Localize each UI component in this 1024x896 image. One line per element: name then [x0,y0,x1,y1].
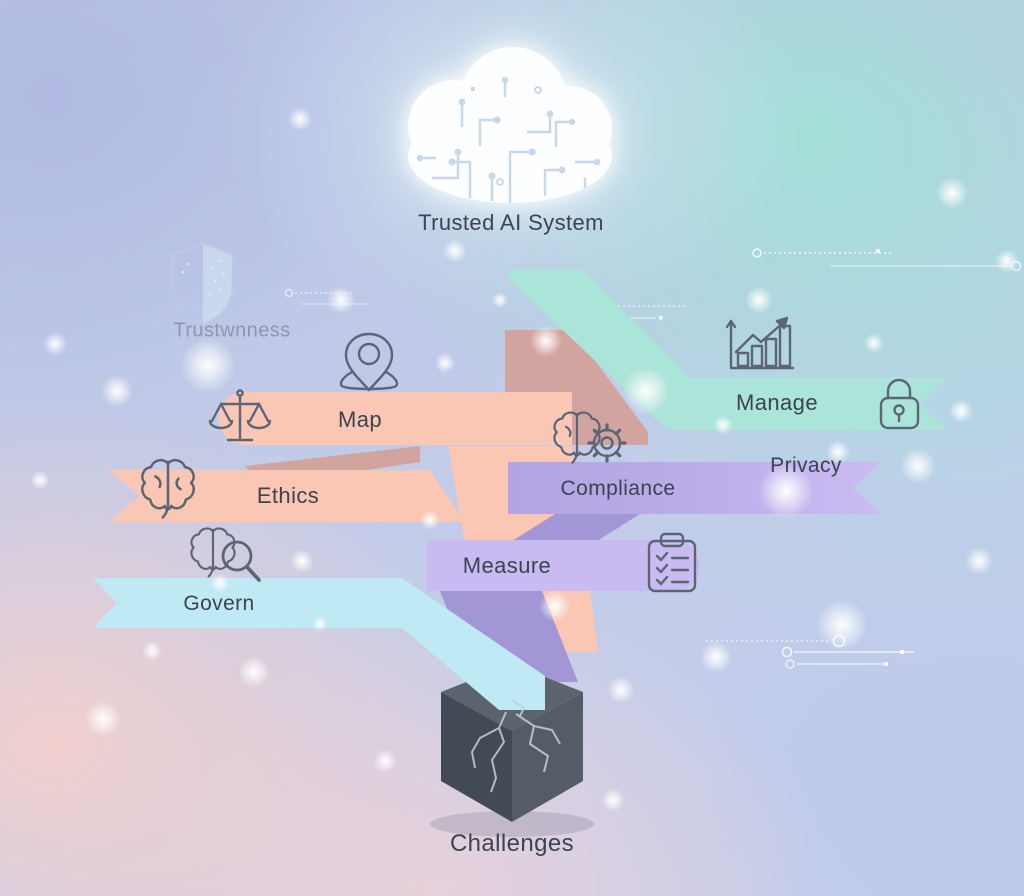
brain-icon [141,458,195,519]
brain-gear-icon [553,411,627,464]
cube-cracks [471,699,561,793]
location-pin-icon [339,332,399,392]
ribbon-govern [93,578,545,710]
ribbon-measure [427,540,700,591]
ribbon-measure-label: Measure [462,553,552,578]
scales-icon [208,389,272,442]
cube-shadow [430,811,594,837]
circuit-cloud-icon [402,41,618,208]
lock-icon [879,378,920,430]
growth-chart-icon [725,316,795,370]
ribbon-govern-label: Govern [183,592,255,615]
cube-left-face [441,692,512,822]
trust-label: Trustwnness [173,319,291,342]
ribbon-fold-purple-upper [509,514,640,543]
clipboard-checklist-icon [647,532,697,593]
ribbon-manage [508,270,947,430]
cloud-title: Trusted AI System [418,210,604,235]
ribbon-ethics-label: Ethics [256,483,320,508]
ribbon-map [218,392,572,445]
ribbon-manage-label: Manage [736,390,818,415]
shield-icon [171,241,235,327]
ribbon-ethics [108,470,465,522]
ribbon-map-label: Map [338,407,382,432]
cube-label: Challenges [449,830,575,857]
ribbon-privacy-label: Privacy [770,454,842,477]
ribbon-compliance-label: Compliance [560,477,676,500]
